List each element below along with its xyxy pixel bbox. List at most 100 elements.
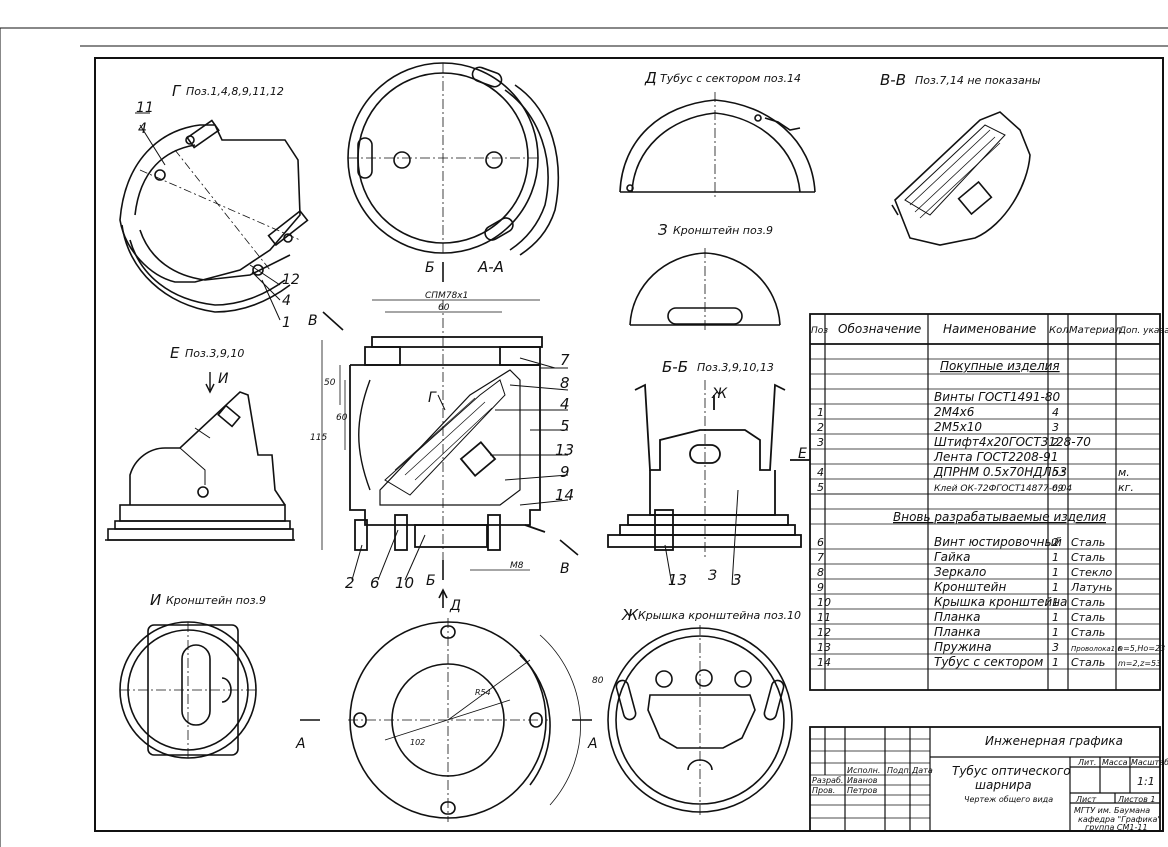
bom-section-new: Вновь разрабатываемые изделия <box>893 510 1106 524</box>
tb-masshtab: Масштаб <box>1131 758 1168 767</box>
tb-discipline: Инженерная графика <box>985 734 1123 748</box>
view-bb-note: Поз.3,9,10,13 <box>697 361 774 374</box>
callout-main-7: 7 <box>560 351 570 369</box>
view-aa-drawing <box>347 62 560 256</box>
tb-prov-name: Петров <box>847 786 878 795</box>
bom-cell-pos: 2 <box>817 421 824 434</box>
bom-section-purchased: Покупные изделия <box>940 359 1060 373</box>
bom-cell-name: Гайка <box>934 550 970 564</box>
dim-d102: 102 <box>410 738 425 747</box>
tb-razrab-name: Иванов <box>847 776 878 785</box>
tb-org2: кафедра "Графика" <box>1078 815 1161 824</box>
bom-cell-qty: 1 <box>1052 581 1059 594</box>
view-e-title: Е <box>170 344 180 362</box>
view-g-drawing <box>119 112 309 321</box>
bom-cell-note: м. <box>1118 466 1130 479</box>
bom-cell-qty: 1 <box>1052 596 1059 609</box>
section-mark-d: Д <box>449 598 461 614</box>
section-mark-i-arrow <box>205 372 215 394</box>
tb-org1: МГТУ им. Баумана <box>1074 806 1150 815</box>
view-i-note: Кронштейн поз.9 <box>166 594 266 607</box>
tb-lit: Лит. <box>1077 758 1096 767</box>
bom-header-material: Материал <box>1069 325 1122 336</box>
tb-name-line1: Тубус оптического <box>952 764 1071 778</box>
section-mark-v-top: В <box>308 313 318 329</box>
bom-cell-pos: 1 <box>817 406 824 419</box>
dim-r54: R54 <box>475 688 491 697</box>
view-i-title: И <box>150 591 161 609</box>
bom-cell-pos: 13 <box>817 641 831 654</box>
bom-cell-qty: 1 <box>1052 611 1059 624</box>
bom-cell-material: Стекло <box>1071 566 1113 579</box>
bom-cell-qty: 3 <box>1052 421 1059 434</box>
bom-cell-qty: 4 <box>1052 406 1059 419</box>
bom-cell-pos: 3 <box>817 436 824 449</box>
bom-cell-material: Сталь <box>1071 551 1105 564</box>
bom-cell-note: n=5,Ho=23 <box>1118 644 1165 653</box>
bom-cell-material: Латунь <box>1070 581 1113 594</box>
view-d-title: Д <box>644 69 657 87</box>
section-mark-i-label: И <box>218 371 229 387</box>
bom-cell-pos: 4 <box>817 466 824 479</box>
bom-header-name: Наименование <box>943 322 1036 336</box>
bom-cell-pos: 8 <box>817 566 824 579</box>
bom-cell-name: Планка <box>934 625 981 639</box>
callout-main-14: 14 <box>555 486 574 504</box>
callout-g-11: 11 <box>136 100 154 116</box>
bom-row-lines <box>810 358 1160 670</box>
dim-height-50: 50 <box>324 378 336 388</box>
bom-cell-pos: 12 <box>817 626 831 639</box>
callout-g-4a: 4 <box>138 121 147 137</box>
bom-cell-qty: 3 <box>1052 641 1059 654</box>
tb-massa: Масса <box>1102 758 1128 767</box>
bom-cell-name: Зеркало <box>934 565 986 579</box>
bom-table <box>809 313 1161 691</box>
bom-cell-name: Клей ОК-72ФГОСТ14877-69 <box>934 484 1064 494</box>
page-frame <box>0 27 1168 847</box>
bom-cell-name: Штифт4х20ГОСТ3128-70 <box>934 435 1091 449</box>
bom-cell-qty: 1 <box>1052 656 1059 669</box>
view-bb-title: Б-Б <box>662 358 688 376</box>
tb-prov-label: Пров. <box>812 786 835 795</box>
dim-r80: 80 <box>592 676 604 686</box>
bom-cell-qty: 1 <box>1052 626 1059 639</box>
tb-list: Лист <box>1075 795 1097 804</box>
bom-cell-material: Проволока1,6 <box>1071 645 1122 653</box>
callout-main-4: 4 <box>560 395 570 413</box>
bom-cell-qty: 2 <box>1052 436 1059 449</box>
view-z-title: З <box>658 221 668 239</box>
bom-cell-material: Сталь <box>1071 611 1105 624</box>
section-mark-zh-label: Ж <box>711 386 728 402</box>
view-aa-title: А-А <box>477 258 504 276</box>
section-mark-g: Г <box>428 390 437 406</box>
tb-col-data: Дата <box>911 766 933 775</box>
dim-width-60: 60 <box>438 303 450 313</box>
bom-cell-pos: 9 <box>817 581 824 594</box>
bom-cell-name: ДПРНМ 0.5х70НДЛ53 <box>933 465 1067 479</box>
bom-cell-name: Планка <box>934 610 981 624</box>
tb-col-ispoln: Исполн. <box>847 766 880 775</box>
view-e-note: Поз.3,9,10 <box>185 347 244 360</box>
view-d-note: Тубус с сектором поз.14 <box>660 72 801 85</box>
section-mark-b-bottom: Б <box>426 573 436 589</box>
tb-scale: 1:1 <box>1137 775 1155 788</box>
bom-cell-material: Сталь <box>1071 596 1105 609</box>
callout-main-6: 6 <box>370 574 380 592</box>
bom-cell-pos: 11 <box>817 611 831 624</box>
bom-cell-pos: 7 <box>817 551 824 564</box>
dim-height-115: 115 <box>310 433 327 443</box>
bom-cell-name: Тубус с сектором <box>934 655 1043 669</box>
bom-cell-name: Пружина <box>934 640 992 654</box>
view-vv-drawing <box>891 111 1031 246</box>
bom-cell-pos: 10 <box>817 596 831 609</box>
bom-cell-material: Сталь <box>1071 536 1105 549</box>
bom-cell-qty: 0,04 <box>1052 484 1072 494</box>
section-mark-v-bottom: В <box>560 561 570 577</box>
tb-razrab-label: Разраб. <box>812 776 843 785</box>
callout-g-12: 12 <box>282 272 300 288</box>
tb-col-podp: Подп. <box>887 766 911 775</box>
bom-cell-pos: 6 <box>817 536 824 549</box>
view-vv-note: Поз.7,14 не показаны <box>915 74 1041 87</box>
